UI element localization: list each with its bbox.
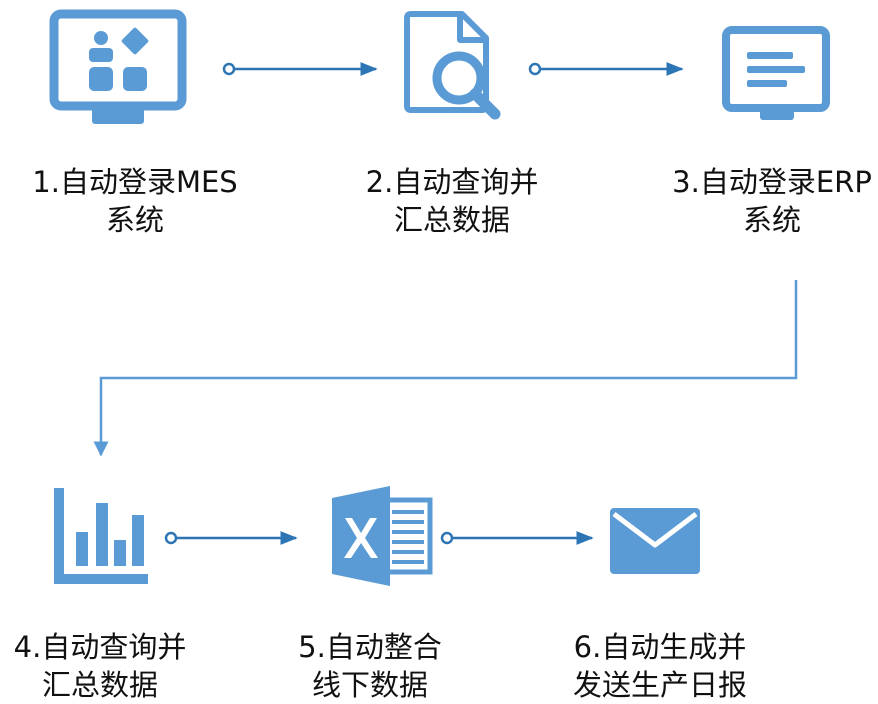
step-3-number: 3. [672,165,700,199]
arrow-1-to-2 [222,62,378,76]
document-search-icon [404,11,501,120]
arrow-2-to-3 [528,62,684,76]
step-5-label: 5.自动整合 线下数据 [270,628,470,704]
step-3-title: 3.自动登录ERP [666,163,878,201]
step-6-line1: 自动生成并 [601,630,747,664]
step-3-line2: 系统 [742,203,801,237]
step-3-line1: 自动登录ERP [699,165,872,199]
step-4-label: 4.自动查询并 汇总数据 [0,628,200,704]
step-1-line1: 自动登录MES [59,165,238,199]
step-5-number: 5. [298,630,326,664]
arrow-3-to-4 [93,280,798,457]
monitor-apps-icon [49,9,187,124]
step-6-line2: 发送生产日报 [572,668,747,702]
step-6-label: 6.自动生成并 发送生产日报 [560,628,760,704]
step-2-number: 2. [365,165,394,199]
step-5-line1: 自动整合 [325,630,442,664]
step-5-line2: 线下数据 [311,668,428,702]
step-1-line2: 系统 [105,203,164,237]
bar-chart-icon [54,488,148,584]
arrow-4-to-5 [164,531,298,545]
step-1-title: 1.自动登录MES [30,163,240,201]
step-2-line2: 汇总数据 [393,203,510,237]
step-2-line1: 自动查询并 [393,165,539,199]
arrow-5-to-6 [440,531,594,545]
step-4-line1: 自动查询并 [41,630,187,664]
step-6-number: 6. [573,630,602,664]
step-4-title: 4.自动查询并 [0,628,200,666]
step-4-line2: 汇总数据 [41,668,158,702]
step-4-number: 4. [13,630,42,664]
step-6-title: 6.自动生成并 [560,628,760,666]
step-1-label: 1.自动登录MES 系统 [30,163,240,239]
envelope-icon [610,508,700,574]
step-3-label: 3.自动登录ERP 系统 [666,163,878,239]
excel-icon [332,486,433,586]
step-5-title: 5.自动整合 [270,628,470,666]
step-1-number: 1. [32,165,60,199]
monitor-text-icon [722,26,830,120]
step-2-title: 2.自动查询并 [352,163,552,201]
step-2-label: 2.自动查询并 汇总数据 [352,163,552,239]
